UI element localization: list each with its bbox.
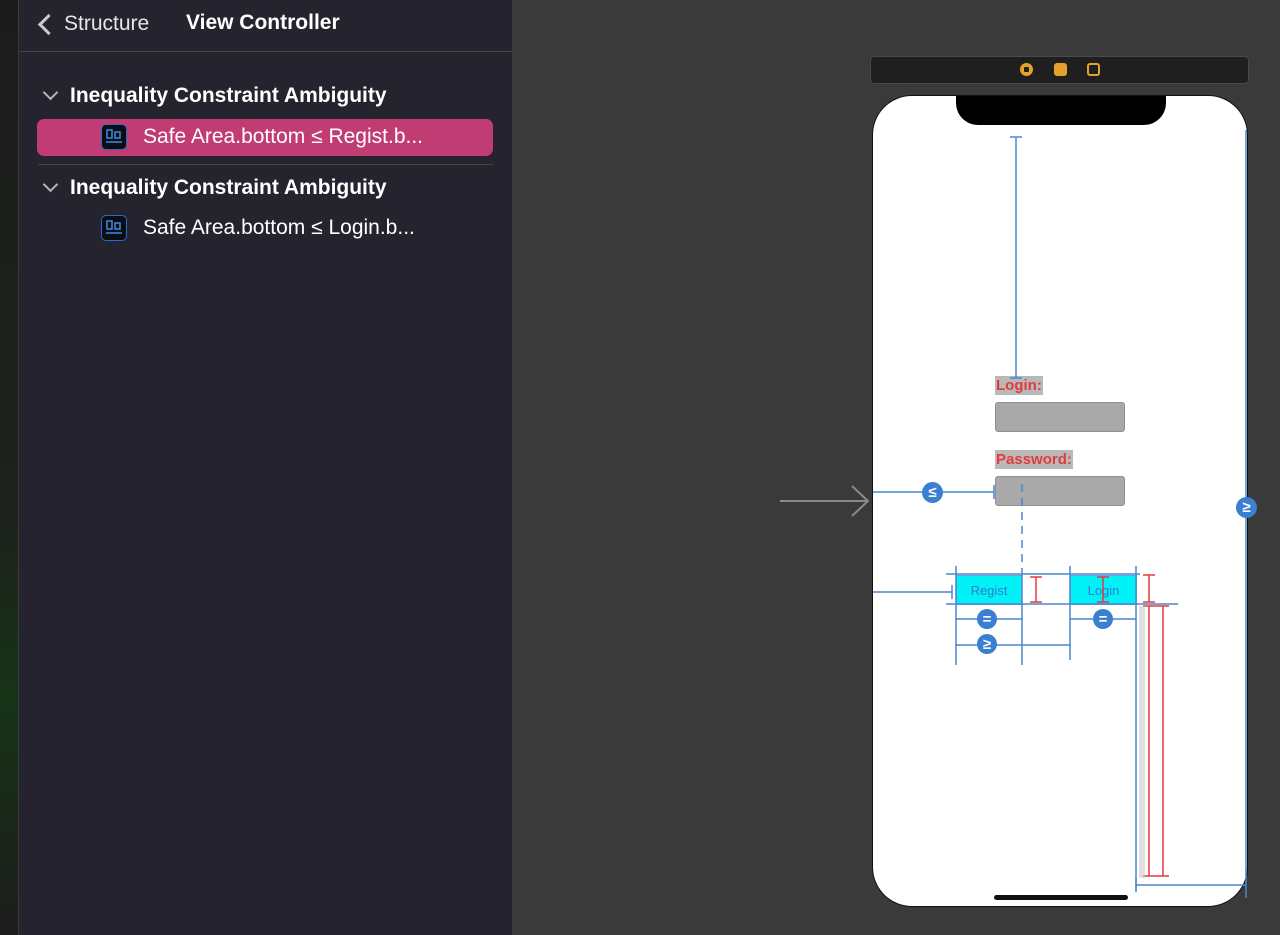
constraint-icon — [101, 124, 127, 150]
navigator-header: Structure View Controller — [19, 0, 512, 52]
group-divider — [38, 164, 493, 165]
back-button[interactable]: Structure — [37, 10, 149, 38]
password-text-field[interactable] — [995, 476, 1125, 506]
issue-group-title[interactable]: Inequality Constraint Ambiguity — [70, 176, 387, 199]
geq-constraint-badge[interactable]: ≥ — [1236, 497, 1257, 518]
login-text-field[interactable] — [995, 402, 1125, 432]
chevron-down-icon[interactable] — [42, 84, 59, 101]
issue-row-label: Safe Area.bottom ≤ Login.b... — [143, 216, 415, 239]
home-indicator — [994, 895, 1128, 900]
regist-button[interactable]: Regist — [956, 575, 1022, 605]
first-responder-icon[interactable] — [1054, 63, 1067, 76]
leq-constraint-badge[interactable]: ≤ — [922, 482, 943, 503]
left-edge-strip — [0, 0, 19, 935]
exit-icon[interactable] — [1087, 63, 1100, 76]
issue-row-login[interactable]: Safe Area.bottom ≤ Login.b... — [37, 210, 493, 247]
issue-navigator: Structure View Controller Inequality Con… — [19, 0, 512, 935]
issue-row-regist[interactable]: Safe Area.bottom ≤ Regist.b... — [37, 119, 493, 156]
scene-dock — [870, 56, 1249, 84]
equal-width-badge[interactable]: = — [1093, 609, 1113, 629]
back-label: Structure — [64, 12, 150, 35]
device-notch — [956, 96, 1166, 125]
login-label[interactable]: Login: — [995, 376, 1043, 395]
equal-width-badge[interactable]: = — [977, 609, 997, 629]
issue-group-title[interactable]: Inequality Constraint Ambiguity — [70, 84, 387, 107]
login-button[interactable]: Login — [1070, 575, 1137, 605]
chevron-left-icon — [37, 13, 60, 35]
view-controller-icon[interactable] — [1020, 63, 1033, 76]
constraint-icon — [101, 215, 127, 241]
geq-spacing-badge[interactable]: ≥ — [977, 634, 997, 654]
chevron-down-icon[interactable] — [42, 176, 59, 193]
password-label[interactable]: Password: — [995, 450, 1073, 469]
issue-row-label: Safe Area.bottom ≤ Regist.b... — [143, 125, 424, 148]
page-title: View Controller — [186, 11, 340, 34]
